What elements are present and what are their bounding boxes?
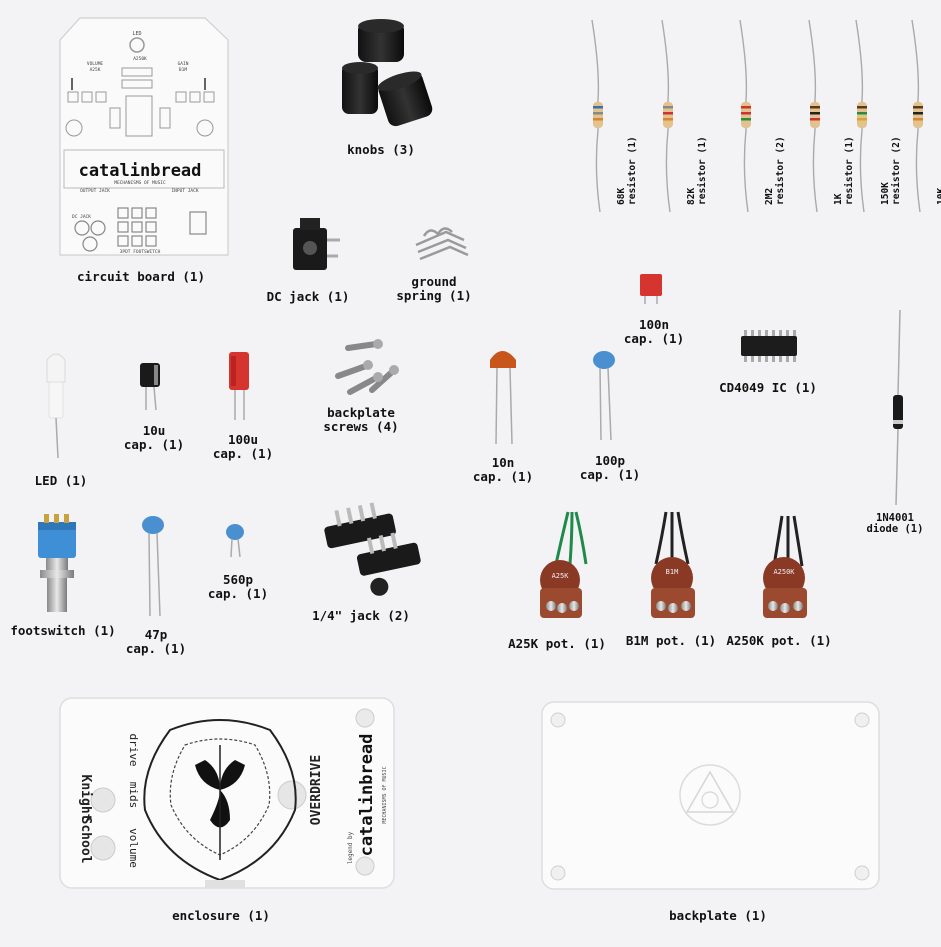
pot-b1m-marking: B1M — [666, 568, 679, 576]
label-screws-2: screws (4) — [323, 419, 399, 434]
ground-spring — [415, 227, 469, 261]
label-knobs: knobs (3) — [347, 142, 415, 157]
label-backplate: backplate (1) — [669, 908, 767, 923]
board-gain-label: GAIN — [178, 61, 189, 67]
label-10n-2: cap. (1) — [472, 469, 534, 484]
label-dc-jack: DC jack (1) — [266, 289, 350, 304]
resistor-label-10k: 10Kresistor (1) — [936, 187, 941, 205]
label-ground-spring-1: ground — [411, 274, 457, 289]
resistors — [591, 19, 923, 213]
board-dc-label: DC JACK — [72, 214, 91, 220]
label-pot-a25k: A25K pot. (1) — [508, 636, 606, 651]
enclosure-brand: catalinbread — [357, 734, 377, 857]
label-100p-2: cap. (1) — [579, 467, 641, 482]
label-100u-1: 100u — [227, 432, 259, 447]
label-100u-2: cap. (1) — [212, 446, 274, 461]
label-47p-2: cap. (1) — [125, 641, 187, 656]
cap-10u — [140, 363, 160, 411]
cap-47p — [142, 516, 164, 617]
quarter-inch-jacks — [324, 502, 421, 596]
diode — [893, 309, 903, 506]
enclosure-title-2: School — [78, 817, 93, 864]
enclosure-knob-volume: volume — [127, 828, 140, 868]
pot-a25k: A25K — [540, 511, 588, 618]
label-screws-1: backplate — [327, 405, 395, 420]
pot-a25k-marking: A25K — [552, 572, 570, 580]
enclosure-tagline: MECHANISMS OF MUSIC — [382, 766, 388, 823]
board-mids-value: A250K — [133, 56, 147, 62]
backplate-screws — [335, 341, 395, 395]
label-pot-a250k: A250K pot. (1) — [726, 633, 832, 648]
cap-560p — [226, 524, 244, 558]
cap-100n-top — [640, 274, 662, 304]
resistor-10k — [911, 19, 923, 213]
label-ground-spring-2: spring (1) — [396, 288, 472, 303]
label-560p-1: 560p — [222, 572, 254, 587]
pot-a250k-marking: A250K — [773, 568, 795, 576]
enclosure-effect: OVERDRIVE — [309, 755, 324, 825]
board-tagline: MECHANISMS OF MUSIC — [114, 180, 166, 186]
label-ic: CD4049 IC (1) — [719, 380, 817, 395]
backplate — [541, 701, 880, 890]
board-input-label: INPUT JACK — [171, 188, 198, 194]
board-brand: catalinbread — [79, 161, 202, 181]
dc-jack — [293, 218, 340, 270]
resistor-68k — [591, 19, 603, 213]
label-footswitch: footswitch (1) — [10, 623, 116, 638]
label-quarter-jack: 1/4" jack (2) — [312, 608, 410, 623]
cap-100p — [593, 351, 615, 441]
label-diode-1: 1N4001 — [876, 512, 914, 524]
footswitch — [38, 514, 76, 612]
cap-100u — [229, 352, 249, 420]
label-560p-2: cap. (1) — [207, 586, 269, 601]
board-gain-value: B1M — [179, 67, 187, 73]
label-10n-1: 10n — [491, 455, 515, 470]
pot-b1m: B1M — [651, 511, 695, 618]
cd4049-ic — [741, 330, 797, 362]
board-led-label: LED — [132, 31, 141, 37]
led — [46, 353, 66, 459]
label-10u-2: cap. (1) — [123, 437, 185, 452]
resistor-2m2 — [739, 19, 751, 213]
knobs — [342, 19, 433, 127]
cap-10n — [490, 351, 516, 445]
label-led: LED (1) — [34, 473, 88, 488]
board-output-label: OUTPUT JACK — [80, 188, 110, 194]
label-47p-1: 47p — [144, 627, 168, 642]
board-volume-label: VOLUME — [87, 61, 104, 67]
resistor-150k — [855, 19, 867, 213]
resistor-1k — [808, 19, 820, 213]
pot-a250k: A250K — [763, 515, 807, 618]
enclosure-credit: legend by — [347, 831, 354, 864]
label-100p-1: 100p — [594, 453, 626, 468]
enclosure-title-1: Knight — [78, 775, 93, 822]
label-diode-2: diode (1) — [866, 523, 924, 535]
label-enclosure: enclosure (1) — [172, 908, 270, 923]
enclosure: Knight School volume mids drive OVERDRIV… — [59, 697, 395, 889]
circuit-board: LED VOLUME A25K GAIN B1M A250K catalinbr… — [59, 17, 229, 256]
board-volume-value: A25K — [90, 67, 101, 73]
enclosure-knob-drive: drive — [127, 733, 140, 766]
label-100n-2: cap. (1) — [623, 331, 685, 346]
label-100n-1: 100n — [638, 317, 670, 332]
label-pot-b1m: B1M pot. (1) — [625, 633, 717, 648]
board-footswitch-label: 3PDT FOOTSWITCH — [120, 249, 161, 255]
resistor-82k — [661, 19, 673, 213]
label-circuit-board: circuit board (1) — [77, 269, 205, 284]
label-10u-1: 10u — [142, 423, 166, 438]
enclosure-knob-mids: mids — [127, 782, 140, 809]
